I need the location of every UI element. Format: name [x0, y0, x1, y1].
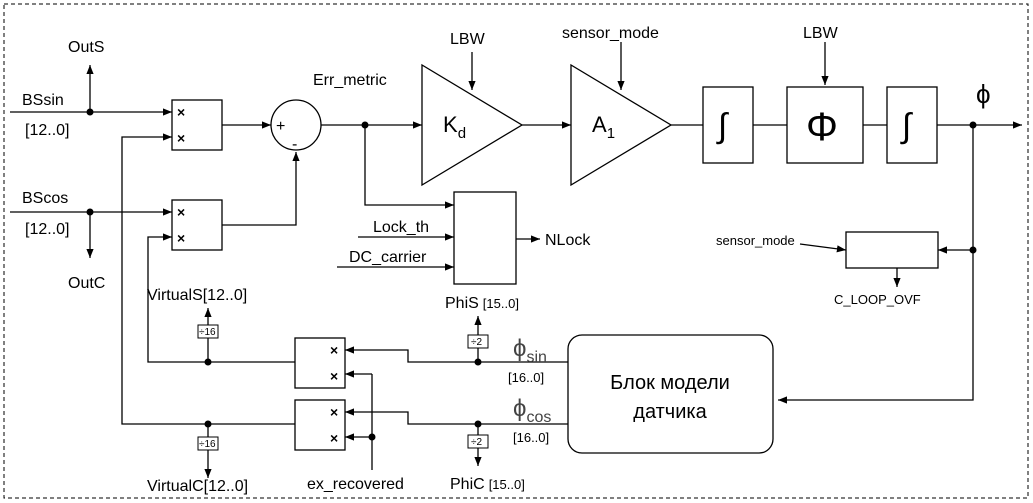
ex-recovered-label: ex_recovered [307, 476, 404, 493]
err-metric-label: Err_metric [313, 72, 387, 89]
c-loop-ovf-label: C_LOOP_OVF [834, 292, 921, 307]
virtualc-label: VirtualC[12..0] [147, 478, 248, 495]
nlock-label: NLock [545, 232, 591, 249]
err-to-lock-wire [364, 125, 454, 209]
outs-label: OutS [68, 39, 104, 56]
a1-label: A1 [592, 112, 615, 142]
integrator-1-symbol: ∫ [716, 107, 729, 145]
summer-plus: + [276, 118, 285, 135]
sensor-model-line-2: датчика [633, 401, 707, 423]
phis-div2-tag [467, 334, 489, 349]
multiplier-virtual-cos [294, 399, 346, 451]
sensor-mode-top-label: sensor_mode [562, 25, 659, 42]
phic-div2-tag [467, 434, 489, 449]
virtualc-div16-tag [197, 436, 219, 451]
multiplier-virtual-sin-sign-1: × [330, 342, 338, 358]
lock-detector [453, 191, 517, 285]
phi-output-label: ϕ [976, 79, 991, 109]
phi-cos-wire [345, 408, 568, 425]
sensor-mode-right-wire [799, 243, 847, 253]
lock-th-label: Lock_th [373, 219, 429, 236]
sensor-mode-right-label: sensor_mode [716, 233, 795, 248]
integrator-2-symbol: ∫ [900, 107, 913, 145]
lbw-kd-label: LBW [450, 31, 486, 48]
phi-sin-label: ϕsin [513, 335, 547, 366]
multiplier-cos-sign-1: × [177, 204, 185, 220]
virtuals-div16-text: ÷16 [199, 327, 216, 338]
virtualc-div16-text: ÷16 [199, 439, 216, 450]
phi-block-symbol: Φ [806, 105, 838, 149]
phi-cos-bits-label: [16..0] [513, 430, 549, 445]
outer-frame [3, 3, 1029, 499]
phis-div2-text: ÷2 [471, 337, 482, 348]
bscos-label: BScos [22, 190, 68, 207]
virtuals-label: VirtualS[12..0] [147, 287, 247, 304]
a1-amplifier [570, 63, 673, 187]
multiplier-sin-sign-1: × [177, 104, 185, 120]
phic-label: PhiC[15..0] [450, 476, 525, 493]
phi-feedback-wire [778, 125, 974, 404]
lbw-phi-label: LBW [803, 25, 839, 42]
bssin-bits-label: [12..0] [25, 122, 69, 139]
multiplier-virtual-cos-sign-1: × [330, 404, 338, 420]
summer-minus: - [292, 136, 297, 153]
bssin-label: BSsin [22, 92, 64, 109]
sensor-model-block [567, 334, 774, 454]
virtuals-return-wire [147, 233, 295, 363]
outc-label: OutC [68, 275, 105, 292]
multiplier-virtual-sin-sign-2: × [330, 368, 338, 384]
dc-carrier-label: DC_carrier [349, 249, 427, 266]
multiplier-sin [171, 99, 223, 151]
phis-label: PhiS[15..0] [445, 295, 519, 312]
phi-sin-bits-label: [16..0] [508, 370, 544, 385]
virtuals-div16-tag [197, 324, 219, 339]
loop-ovf-block [845, 231, 939, 269]
multiplier-cos-sign-2: × [177, 230, 185, 246]
phi-sin-wire [345, 346, 568, 363]
kd-label: Kd [443, 112, 466, 142]
phic-div2-text: ÷2 [471, 437, 482, 448]
integrator-2 [886, 86, 938, 164]
phi-block [786, 86, 864, 164]
bscos-bits-label: [12..0] [25, 221, 69, 238]
sensor-model-line-1: Блок модели [610, 372, 730, 394]
multiplier-sin-sign-2: × [177, 130, 185, 146]
phi-cos-label: ϕcos [513, 395, 551, 426]
kd-amplifier [421, 63, 524, 187]
mult-cos-to-summer-wire [222, 152, 300, 226]
multiplier-virtual-sin [294, 337, 346, 389]
integrator-1 [702, 86, 754, 164]
multiplier-virtual-cos-sign-2: × [330, 430, 338, 446]
